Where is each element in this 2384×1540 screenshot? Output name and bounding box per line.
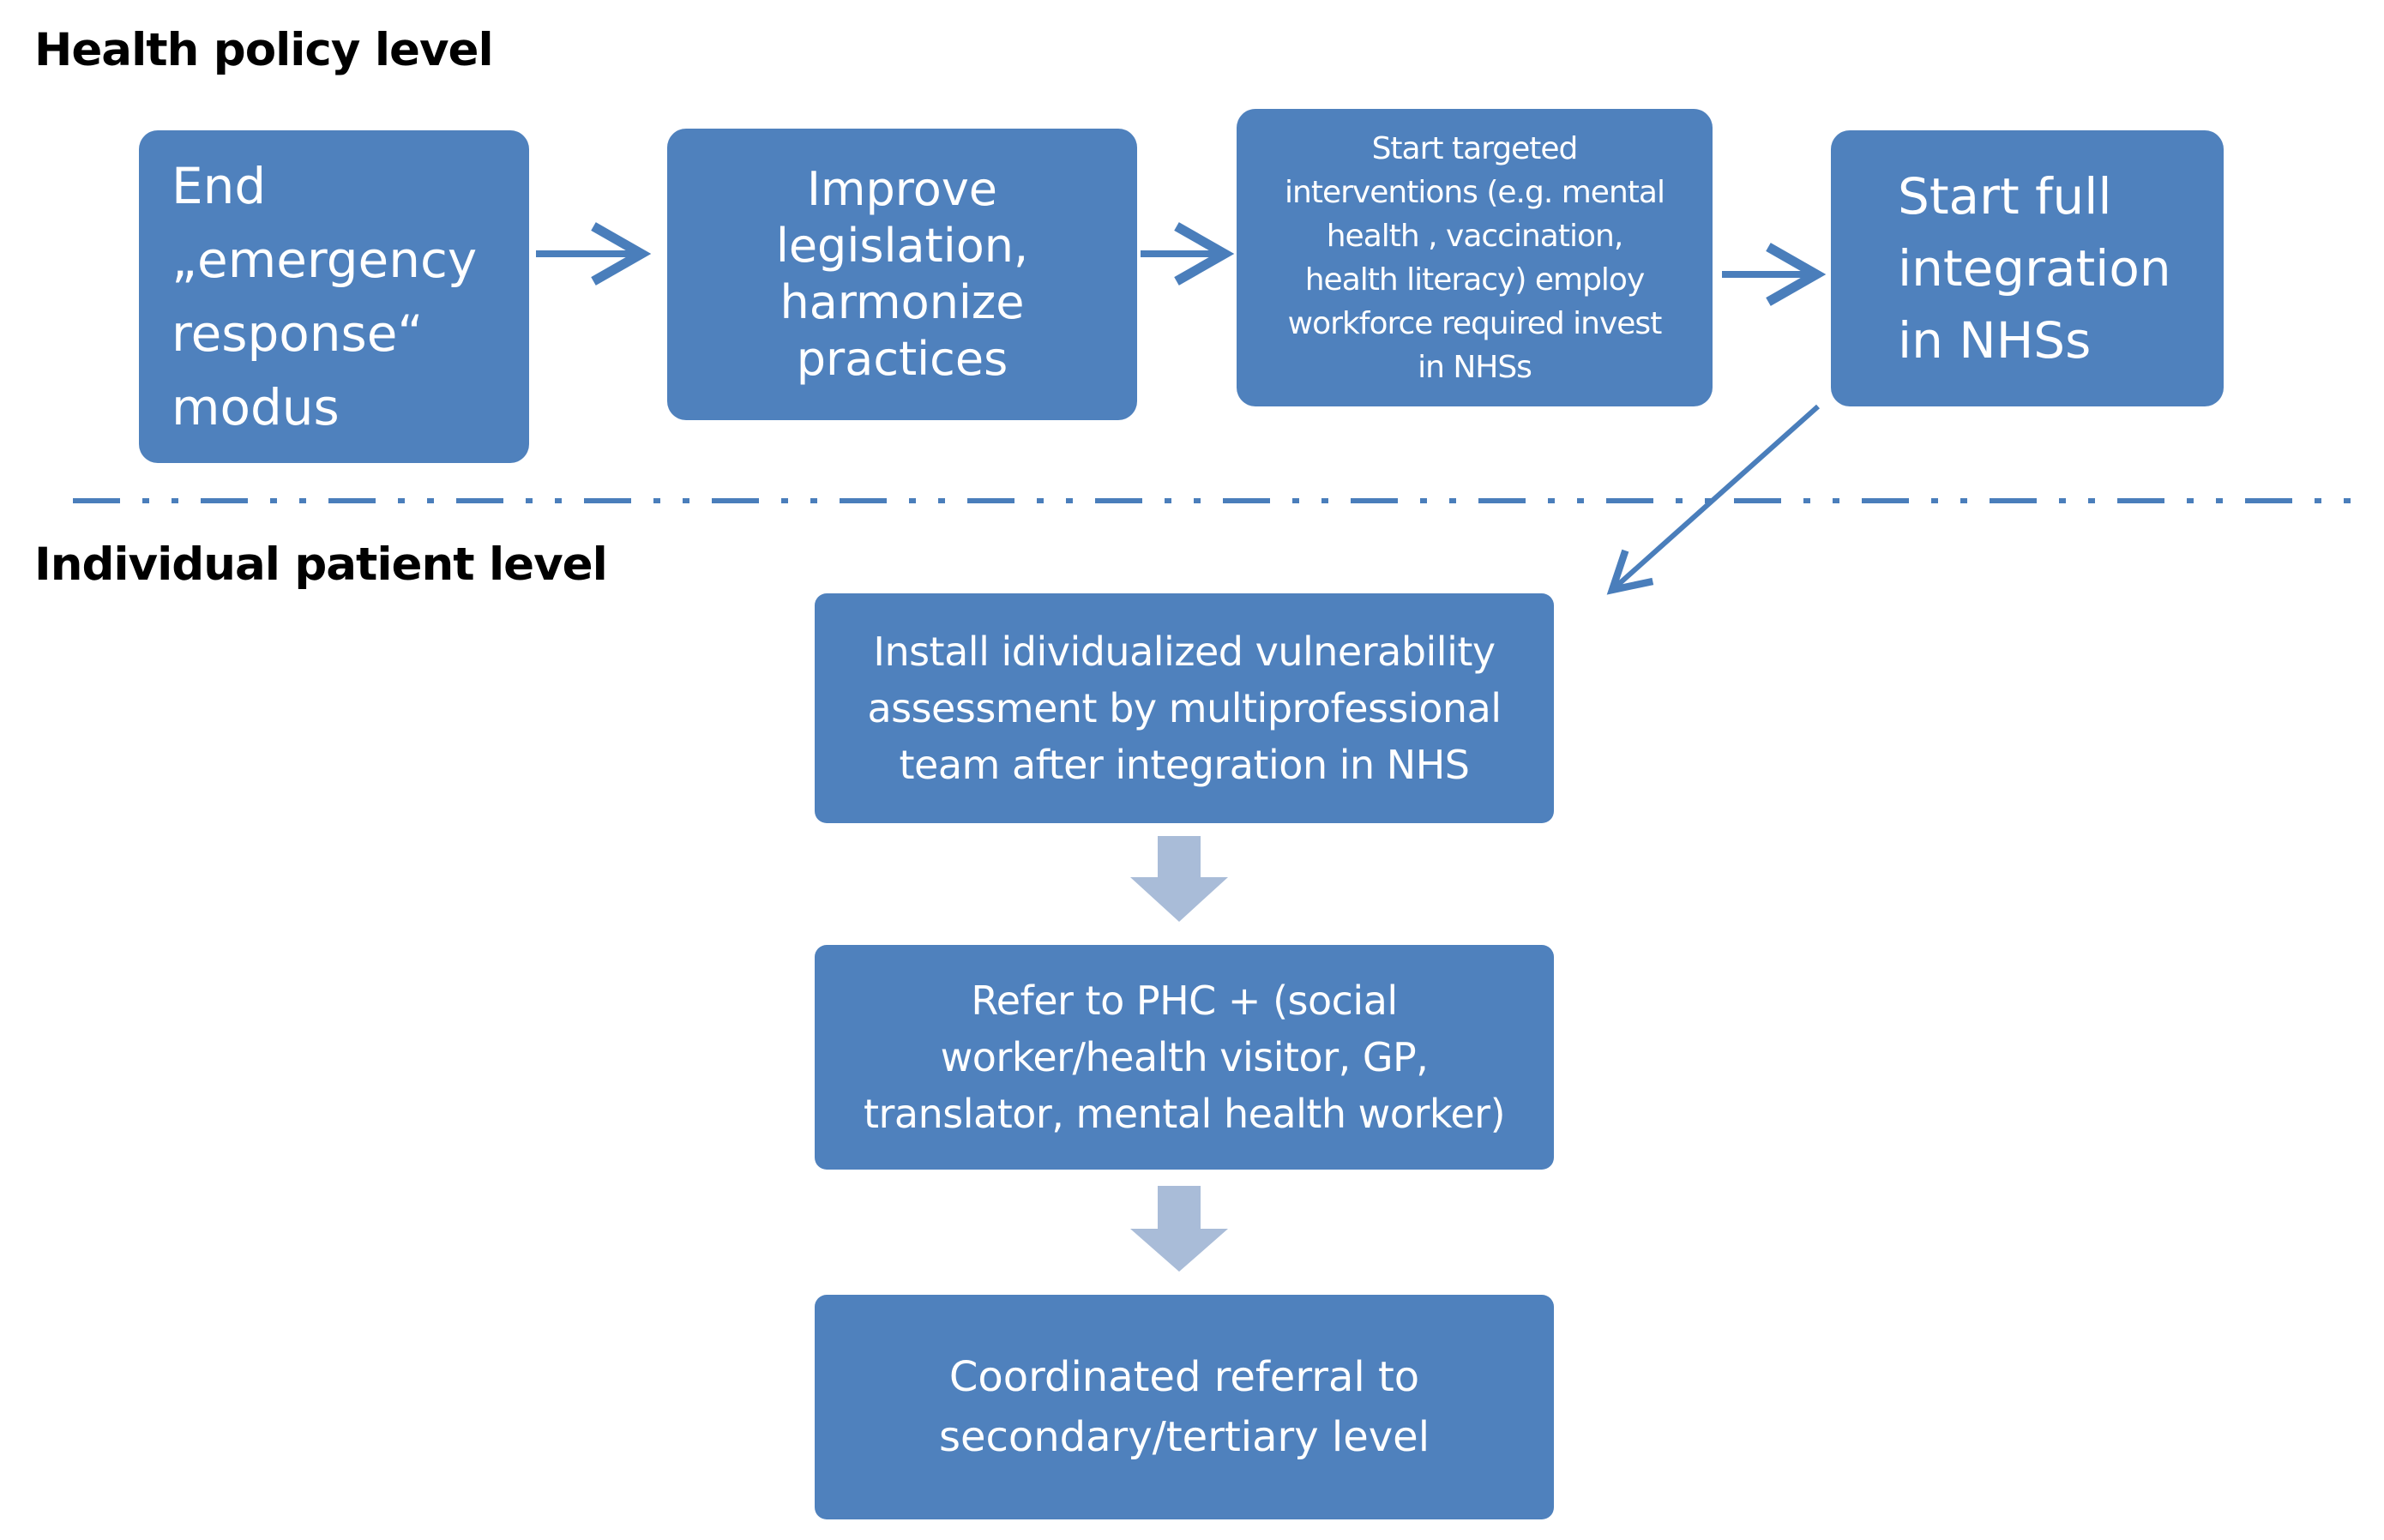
patient-step-refer-to-phc: Refer to PHC + (social worker/health vis… bbox=[815, 945, 1554, 1170]
policy-step-improve-legislation: Improve legislation, harmonize practices bbox=[667, 129, 1137, 420]
policy-step-label: End „emergency response“ modus bbox=[172, 157, 478, 436]
arrow-policy-to-patient bbox=[1606, 404, 1820, 595]
policy-step-end-emergency-response: End „emergency response“ modus bbox=[139, 130, 529, 463]
policy-step-label: Improve legislation, harmonize practices bbox=[775, 162, 1029, 386]
patient-step-label: Refer to PHC + (social worker/health vis… bbox=[863, 978, 1506, 1137]
policy-step-full-integration: Start full integration in NHSs bbox=[1831, 130, 2224, 406]
policy-step-targeted-interventions: Start targeted interventions (e.g. menta… bbox=[1237, 109, 1713, 406]
section-title-health-policy: Health policy level bbox=[34, 24, 494, 76]
policy-step-label: Start full integration in NHSs bbox=[1898, 167, 2171, 370]
patient-step-label: Install idividualized vulnerability asse… bbox=[867, 629, 1502, 788]
patient-step-vulnerability-assessment: Install idividualized vulnerability asse… bbox=[815, 593, 1554, 823]
patient-step-label: Coordinated referral to secondary/tertia… bbox=[938, 1353, 1430, 1461]
section-title-individual-patient: Individual patient level bbox=[34, 538, 608, 591]
policy-step-label: Start targeted interventions (e.g. menta… bbox=[1285, 130, 1665, 385]
down-arrow-1 bbox=[1130, 836, 1228, 922]
patient-step-coordinated-referral: Coordinated referral to secondary/tertia… bbox=[815, 1295, 1554, 1519]
down-arrow-2 bbox=[1130, 1186, 1228, 1272]
